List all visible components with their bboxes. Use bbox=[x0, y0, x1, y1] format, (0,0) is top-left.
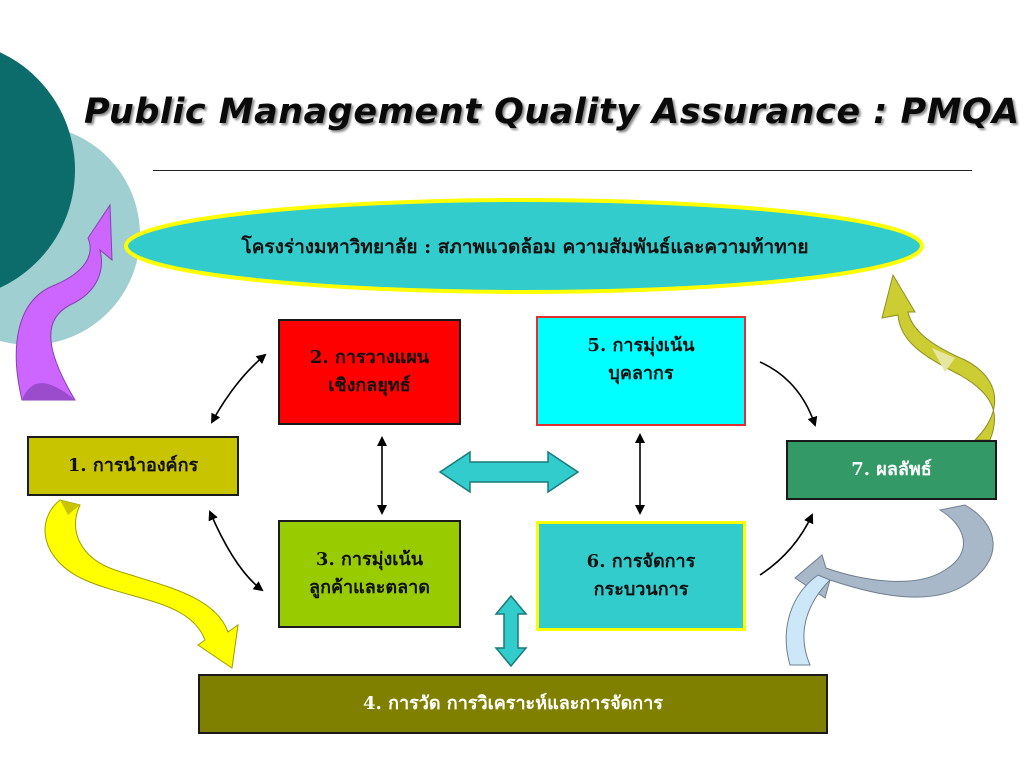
box-4-measurement: 4. การวัด การวิเคราะห์และการจัดการ bbox=[198, 674, 828, 734]
box-5-line-2: บุคลากร bbox=[608, 362, 674, 384]
box-2-line-1: 2. การวางแผน bbox=[309, 347, 430, 369]
connector-b1-b2 bbox=[211, 353, 267, 424]
lightblue-s-arrow bbox=[785, 504, 994, 666]
box-2-line-2: เชิงกลยุทธ์ bbox=[328, 375, 411, 396]
box-5-workforce-focus: 5. การมุ่งเน้น บุคลากร bbox=[536, 316, 746, 426]
connector-b6-b7 bbox=[759, 513, 814, 576]
box-1-label: 1. การนำองค์กร bbox=[67, 455, 199, 477]
box-1-leadership: 1. การนำองค์กร bbox=[27, 436, 239, 496]
box-4-label: 4. การวัด การวิเคราะห์และการจัดการ bbox=[363, 693, 663, 715]
connector-b5-b7 bbox=[759, 361, 818, 427]
box-6-process-management: 6. การจัดการ กระบวนการ bbox=[536, 521, 746, 631]
olive-s-arrow bbox=[881, 273, 996, 441]
page-title: Public Management Quality Assurance : PM… bbox=[84, 92, 1020, 132]
title-divider bbox=[153, 170, 972, 171]
purple-curved-arrow bbox=[15, 203, 113, 401]
header-ellipse bbox=[124, 198, 924, 294]
yellow-s-arrow bbox=[44, 499, 239, 669]
box-6-line-2: กระบวนการ bbox=[593, 579, 689, 600]
box-2-strategic-planning: 2. การวางแผน เชิงกลยุทธ์ bbox=[278, 319, 461, 425]
box-6-line-1: 6. การจัดการ bbox=[586, 551, 696, 573]
connector-b1-b3 bbox=[208, 510, 264, 592]
box-3-line-1: 3. การมุ่งเน้น bbox=[315, 549, 424, 571]
box-3-line-2: ลูกค้าและตลาด bbox=[309, 577, 430, 598]
box-5-line-1: 5. การมุ่งเน้น bbox=[587, 335, 695, 356]
header-ellipse-text: โครงร่างมหาวิทยาลัย : สภาพแวดล้อม ความสั… bbox=[241, 236, 809, 258]
decor-circle-dark bbox=[0, 52, 75, 288]
box-7-results: 7. ผลลัพธ์ bbox=[786, 440, 997, 500]
box-3-customer-focus: 3. การมุ่งเน้น ลูกค้าและตลาด bbox=[278, 520, 461, 628]
center-double-arrow bbox=[438, 450, 580, 494]
bottom-vertical-double-arrow bbox=[494, 594, 528, 668]
box-7-label: 7. ผลลัพธ์ bbox=[851, 459, 932, 481]
